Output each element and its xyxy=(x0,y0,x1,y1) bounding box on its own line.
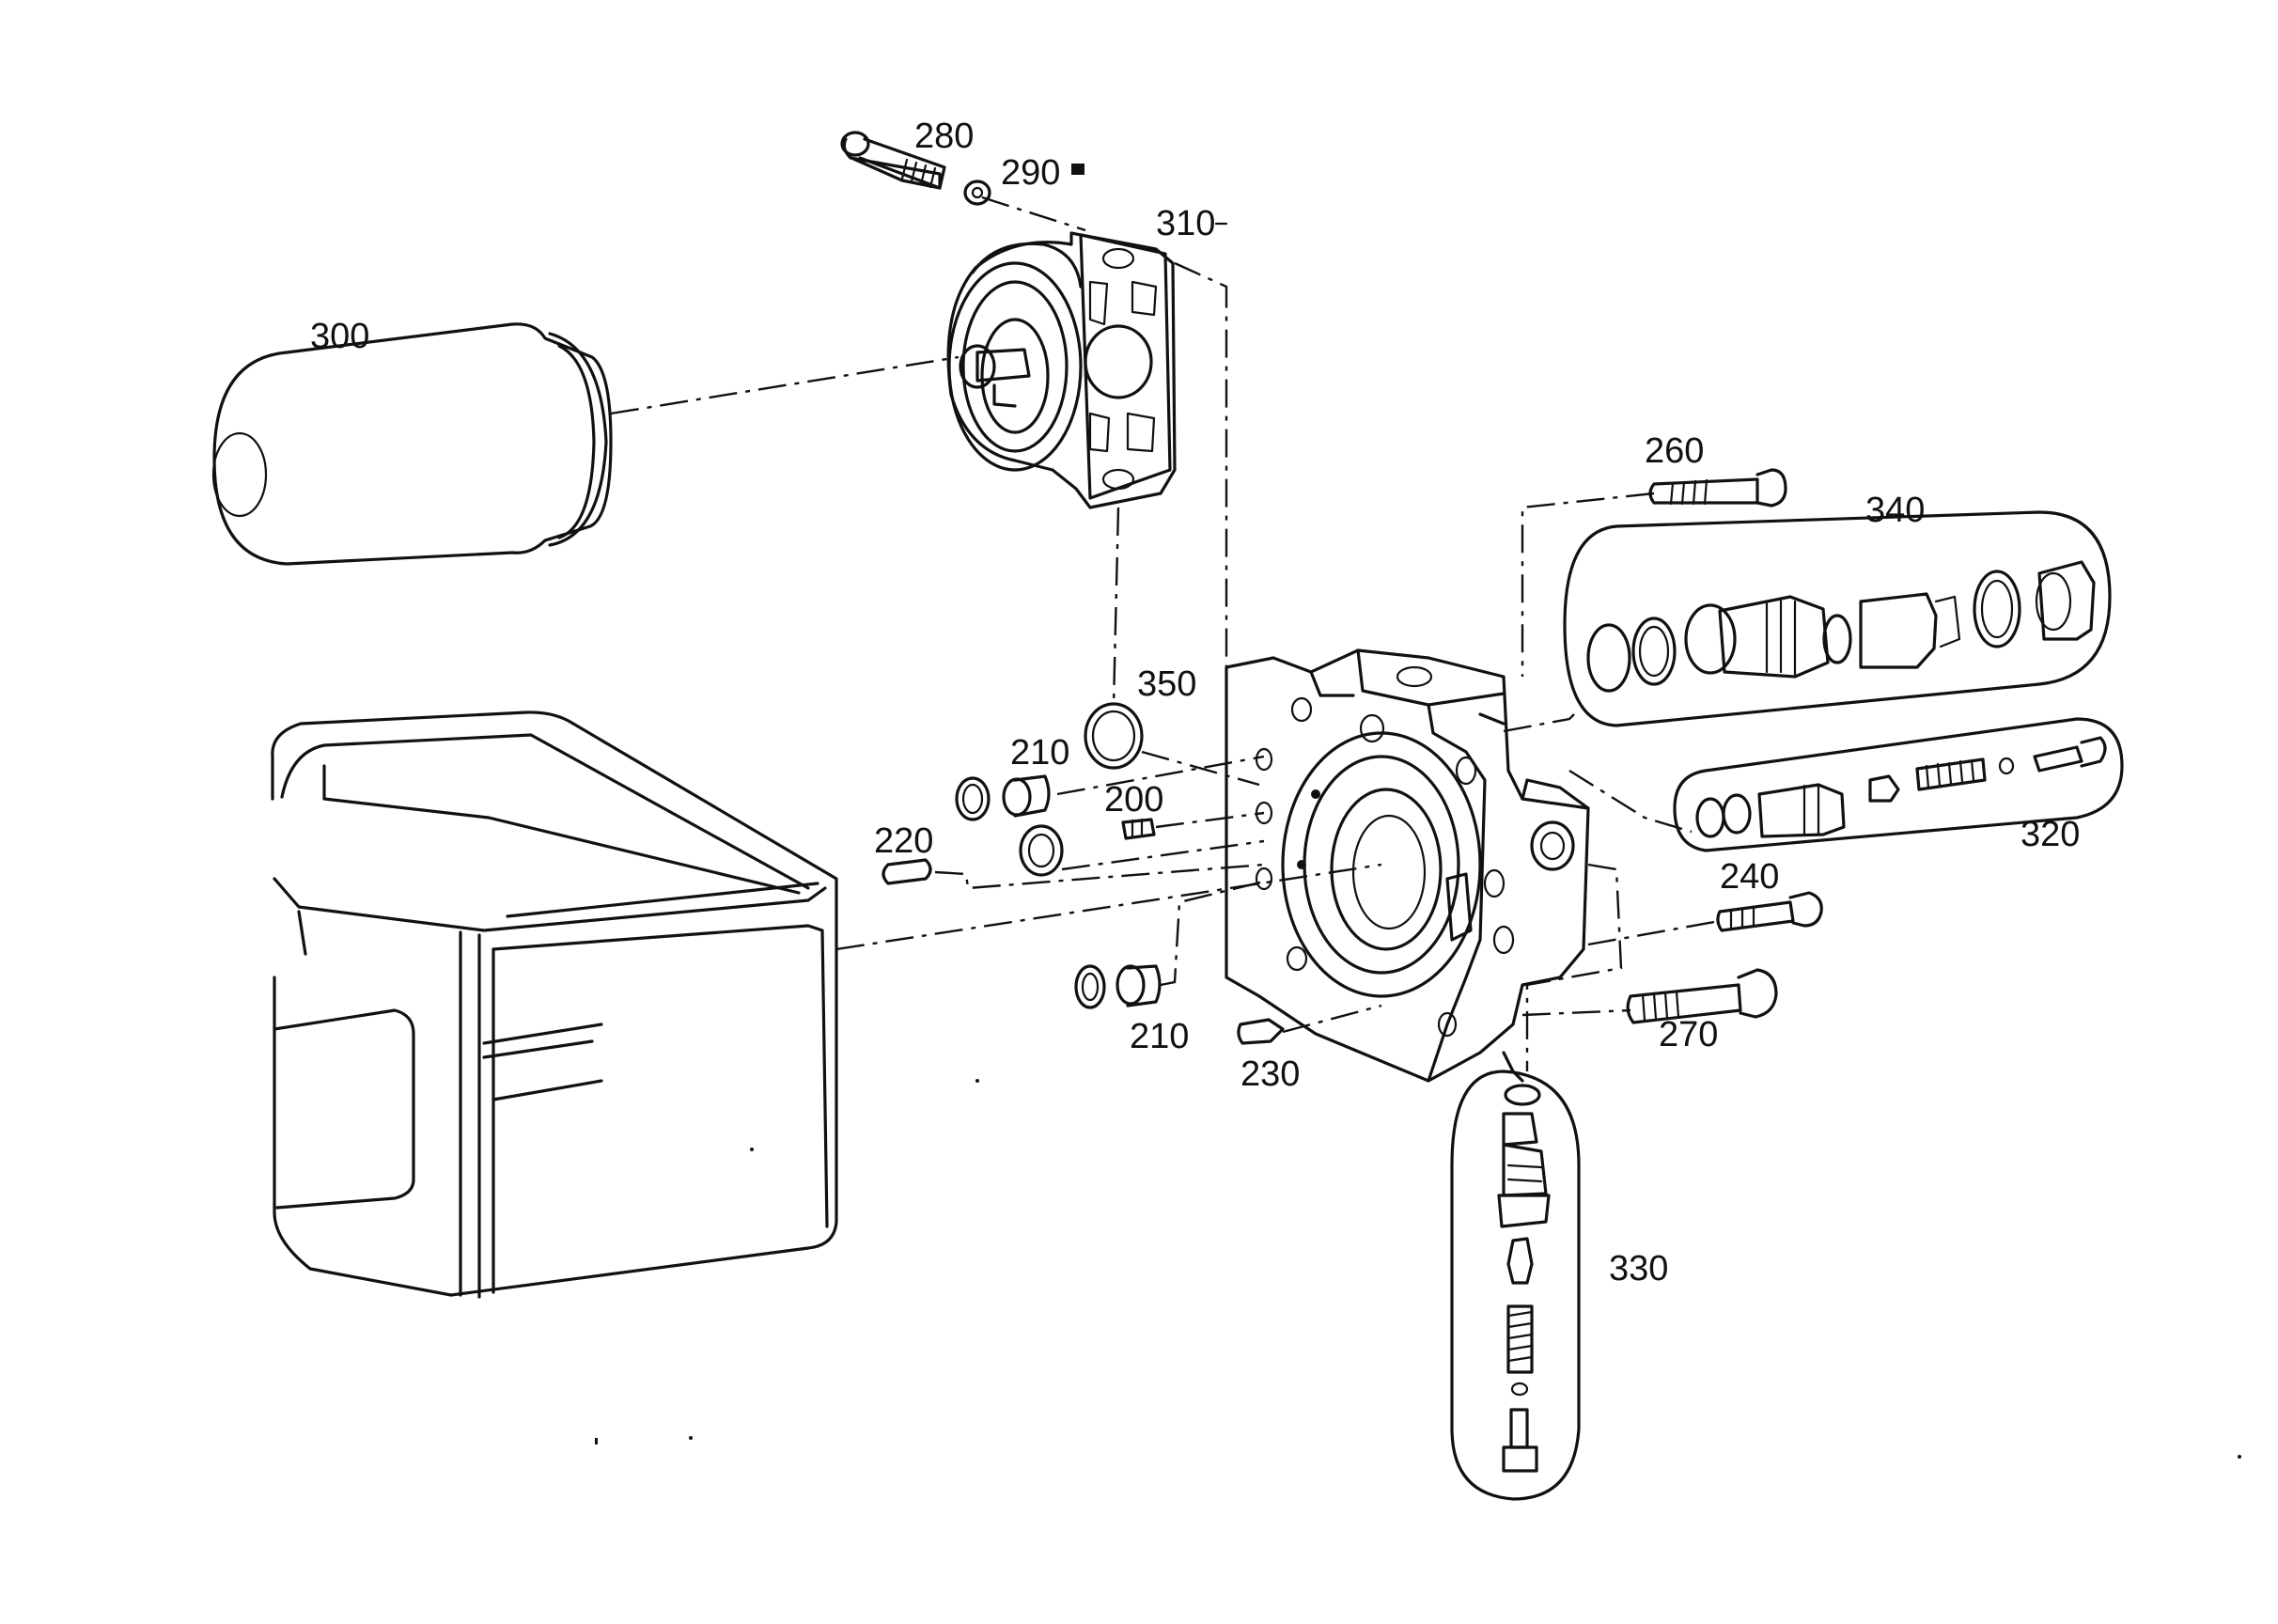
transmission-housing xyxy=(271,710,838,1299)
label-270: 270 xyxy=(1659,1015,1718,1054)
label-210-upper: 210 xyxy=(1010,733,1069,773)
label-240: 240 xyxy=(1720,857,1779,897)
assembly-centerlines xyxy=(610,195,1721,1071)
label-210-lower: 210 xyxy=(1130,1017,1189,1056)
valve-assembly-part-340 xyxy=(1563,510,2112,727)
label-310: 310 xyxy=(1156,204,1215,243)
bolt-part-270 xyxy=(1626,968,1778,1024)
screw-part-280 xyxy=(840,131,946,190)
filter-cartridge-part-300 xyxy=(211,322,613,566)
sleeve-part-210-lower xyxy=(1074,964,1162,1009)
label-230: 230 xyxy=(1240,1054,1300,1094)
washer-part-290 xyxy=(963,180,991,206)
label-300: 300 xyxy=(310,317,369,356)
label-220: 220 xyxy=(874,821,933,861)
ring-part-200 xyxy=(1019,818,1156,877)
label-320: 320 xyxy=(2021,815,2080,854)
screw-part-240 xyxy=(1716,891,1823,932)
bolt-part-260 xyxy=(1648,468,1787,508)
valve-assembly-part-330 xyxy=(1450,1070,1581,1501)
valve-assembly-part-320 xyxy=(1673,717,2124,852)
label-350: 350 xyxy=(1137,664,1196,704)
part-labels: 280 290 310 300 260 340 350 210 200 220 … xyxy=(310,117,2080,1288)
label-290: 290 xyxy=(1001,153,1060,193)
label-290-marker xyxy=(1071,164,1084,175)
scan-specks xyxy=(595,1079,2241,1459)
plug-part-230 xyxy=(1237,1018,1285,1045)
sleeve-part-210-upper xyxy=(955,774,1051,821)
label-280: 280 xyxy=(914,117,974,156)
seal-ring-part-350 xyxy=(1084,702,1144,770)
filter-head-part-310 xyxy=(946,231,1177,509)
label-260: 260 xyxy=(1645,431,1704,471)
pin-part-220 xyxy=(882,858,932,885)
label-340: 340 xyxy=(1865,491,1925,530)
label-200: 200 xyxy=(1104,780,1163,820)
label-330: 330 xyxy=(1609,1249,1668,1288)
pump-housing xyxy=(1225,648,1590,1083)
